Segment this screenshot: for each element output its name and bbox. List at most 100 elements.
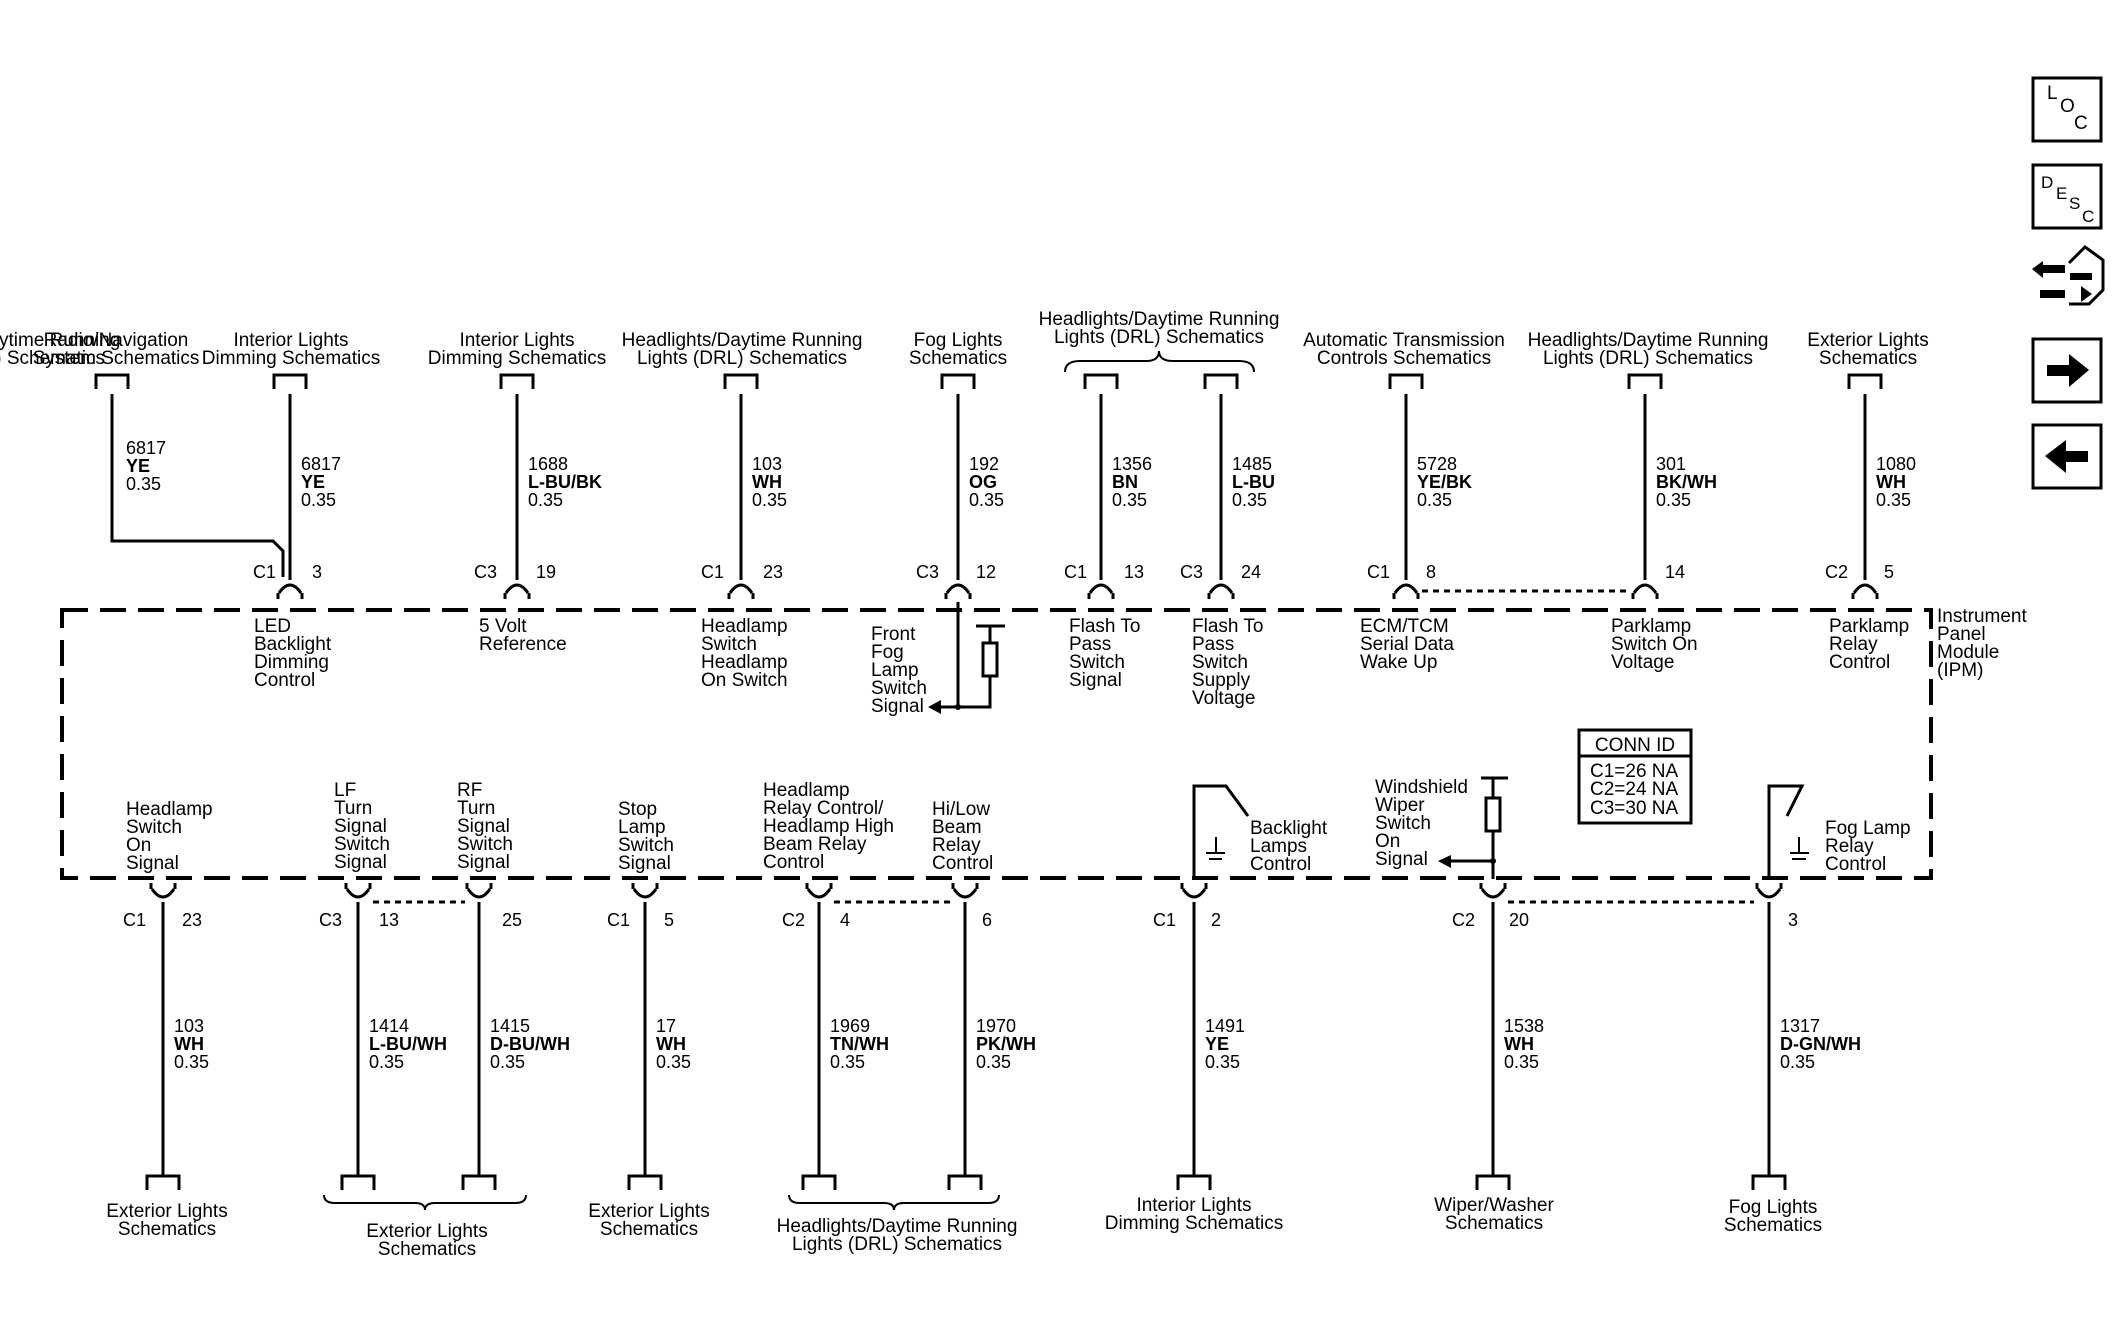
ipm-function-label: Switch xyxy=(1192,652,1248,673)
pin-number: 5 xyxy=(1884,562,1894,582)
wire-label: WH xyxy=(752,472,782,492)
ipm-function-label: Control xyxy=(932,853,993,874)
ipm-function-label: Headlamp xyxy=(701,652,788,673)
pin-number: 13 xyxy=(379,910,399,930)
previous-button[interactable] xyxy=(2031,423,2103,490)
wire-label: 6817 xyxy=(301,454,341,474)
plug-swap-icon xyxy=(2032,245,2105,306)
connector-id: C1 xyxy=(1064,562,1087,582)
connector-terminal-icon xyxy=(1088,583,1114,594)
loc-letter: L xyxy=(2047,83,2058,104)
internal-wire xyxy=(937,675,992,709)
connector-id: C3 xyxy=(474,562,497,582)
wire-label: 0.35 xyxy=(1504,1052,1539,1072)
wire-label: 0.35 xyxy=(969,490,1004,510)
destination-label: Controls Schematics xyxy=(1317,348,1491,369)
connector-id: C1 xyxy=(1367,562,1390,582)
ipm-function-label: Beam Relay xyxy=(763,834,867,855)
wire-label: YE xyxy=(301,472,325,492)
ipm-function-label: Pass xyxy=(1192,634,1234,655)
connector-terminal-icon xyxy=(1756,888,1782,899)
connector-id: C3 xyxy=(916,562,939,582)
destination-label: Headlights/Daytime Running xyxy=(0,330,120,351)
wire-label: 1970 xyxy=(976,1016,1016,1036)
next-button[interactable] xyxy=(2031,337,2103,404)
wire-label: YE xyxy=(1205,1034,1229,1054)
wire-label: 0.35 xyxy=(752,490,787,510)
connector-id: C1 xyxy=(253,562,276,582)
ipm-function-label: Wiper xyxy=(1375,795,1425,816)
schematic-reference-box xyxy=(1847,373,1883,389)
destination-label: Interior Lights xyxy=(233,330,348,351)
arrow-right-icon xyxy=(2047,354,2089,387)
wire-label: 1080 xyxy=(1876,454,1916,474)
destination-label: Dimming Schematics xyxy=(1105,1213,1283,1234)
wire-label: 1538 xyxy=(1504,1016,1544,1036)
connector-icon-button[interactable] xyxy=(2032,245,2105,306)
splice-dot xyxy=(1490,858,1496,864)
wire-label: 103 xyxy=(174,1016,204,1036)
pin-number: 12 xyxy=(976,562,996,582)
wire-label: 0.35 xyxy=(1112,490,1147,510)
wire-label: 1317 xyxy=(1780,1016,1820,1036)
schematic-reference-box xyxy=(1475,1174,1511,1190)
connector-terminal-icon xyxy=(806,888,832,899)
brace xyxy=(1064,350,1255,373)
wire-label: WH xyxy=(1876,472,1906,492)
module-label: Panel xyxy=(1937,624,1986,645)
ipm-function-label: Lamps xyxy=(1250,836,1307,857)
connector-terminal-icon xyxy=(277,583,303,594)
destination-label: Schematics xyxy=(1819,348,1917,369)
connector-terminal-icon xyxy=(1852,583,1878,594)
wire-label: BN xyxy=(1112,472,1138,492)
module-label: (IPM) xyxy=(1937,660,1983,681)
wire-label: 1356 xyxy=(1112,454,1152,474)
ipm-function-label: Backlight xyxy=(254,634,332,655)
ipm-function-label: Headlamp xyxy=(763,780,850,801)
ipm-function-label: Supply xyxy=(1192,670,1251,691)
ipm-function-label: Signal xyxy=(457,852,510,873)
ipm-function-label: Signal xyxy=(457,816,510,837)
schematic-reference-box xyxy=(1203,373,1239,389)
connector-terminal-icon xyxy=(952,888,978,899)
ipm-function-label: Control xyxy=(763,852,824,873)
destination-label: Wiper/Washer xyxy=(1434,1195,1554,1216)
ipm-function-label: Relay xyxy=(1829,634,1878,655)
loc-letter: C xyxy=(2074,113,2088,134)
ipm-function-label: Signal xyxy=(126,853,179,874)
connector-terminal-icon xyxy=(504,583,530,594)
connector-id: C2 xyxy=(782,910,805,930)
button-frame xyxy=(2031,76,2103,143)
wire-label: 301 xyxy=(1656,454,1686,474)
wire-label: 0.35 xyxy=(174,1052,209,1072)
pin-number: 24 xyxy=(1241,562,1261,582)
loc-button[interactable]: LOC xyxy=(2031,76,2103,143)
wire-label: 0.35 xyxy=(976,1052,1011,1072)
connector-terminal-icon xyxy=(945,583,971,594)
ipm-function-label: Lamp xyxy=(871,660,919,681)
schematic-reference-box xyxy=(272,373,308,389)
connector-terminal-icon xyxy=(345,888,371,899)
connector-id: C1 xyxy=(607,910,630,930)
desc-letter: D xyxy=(2041,173,2053,192)
ipm-function-label: Signal xyxy=(871,696,924,717)
wire-label: WH xyxy=(174,1034,204,1054)
ipm-function-label: Signal xyxy=(1069,670,1122,691)
schematic-reference-box xyxy=(461,1174,497,1190)
destination-label: Schematics xyxy=(1724,1215,1822,1236)
wire-label: TN/WH xyxy=(830,1034,889,1054)
wire-label: L-BU/BK xyxy=(528,472,602,492)
schematic-reference-box xyxy=(1388,373,1424,389)
ipm-function-label: Control xyxy=(1829,652,1890,673)
destination-label: System Schematics xyxy=(33,348,200,369)
ipm-function-label: Voltage xyxy=(1192,688,1255,709)
schematic-reference-box xyxy=(340,1174,376,1190)
connector-id: C2 xyxy=(1452,910,1475,930)
destination-label: Schematics xyxy=(909,348,1007,369)
wire-label: 1485 xyxy=(1232,454,1272,474)
ipm-function-label: On xyxy=(1375,831,1400,852)
schematic-reference-box xyxy=(1176,1174,1212,1190)
schematic-reference-box xyxy=(1751,1174,1787,1190)
